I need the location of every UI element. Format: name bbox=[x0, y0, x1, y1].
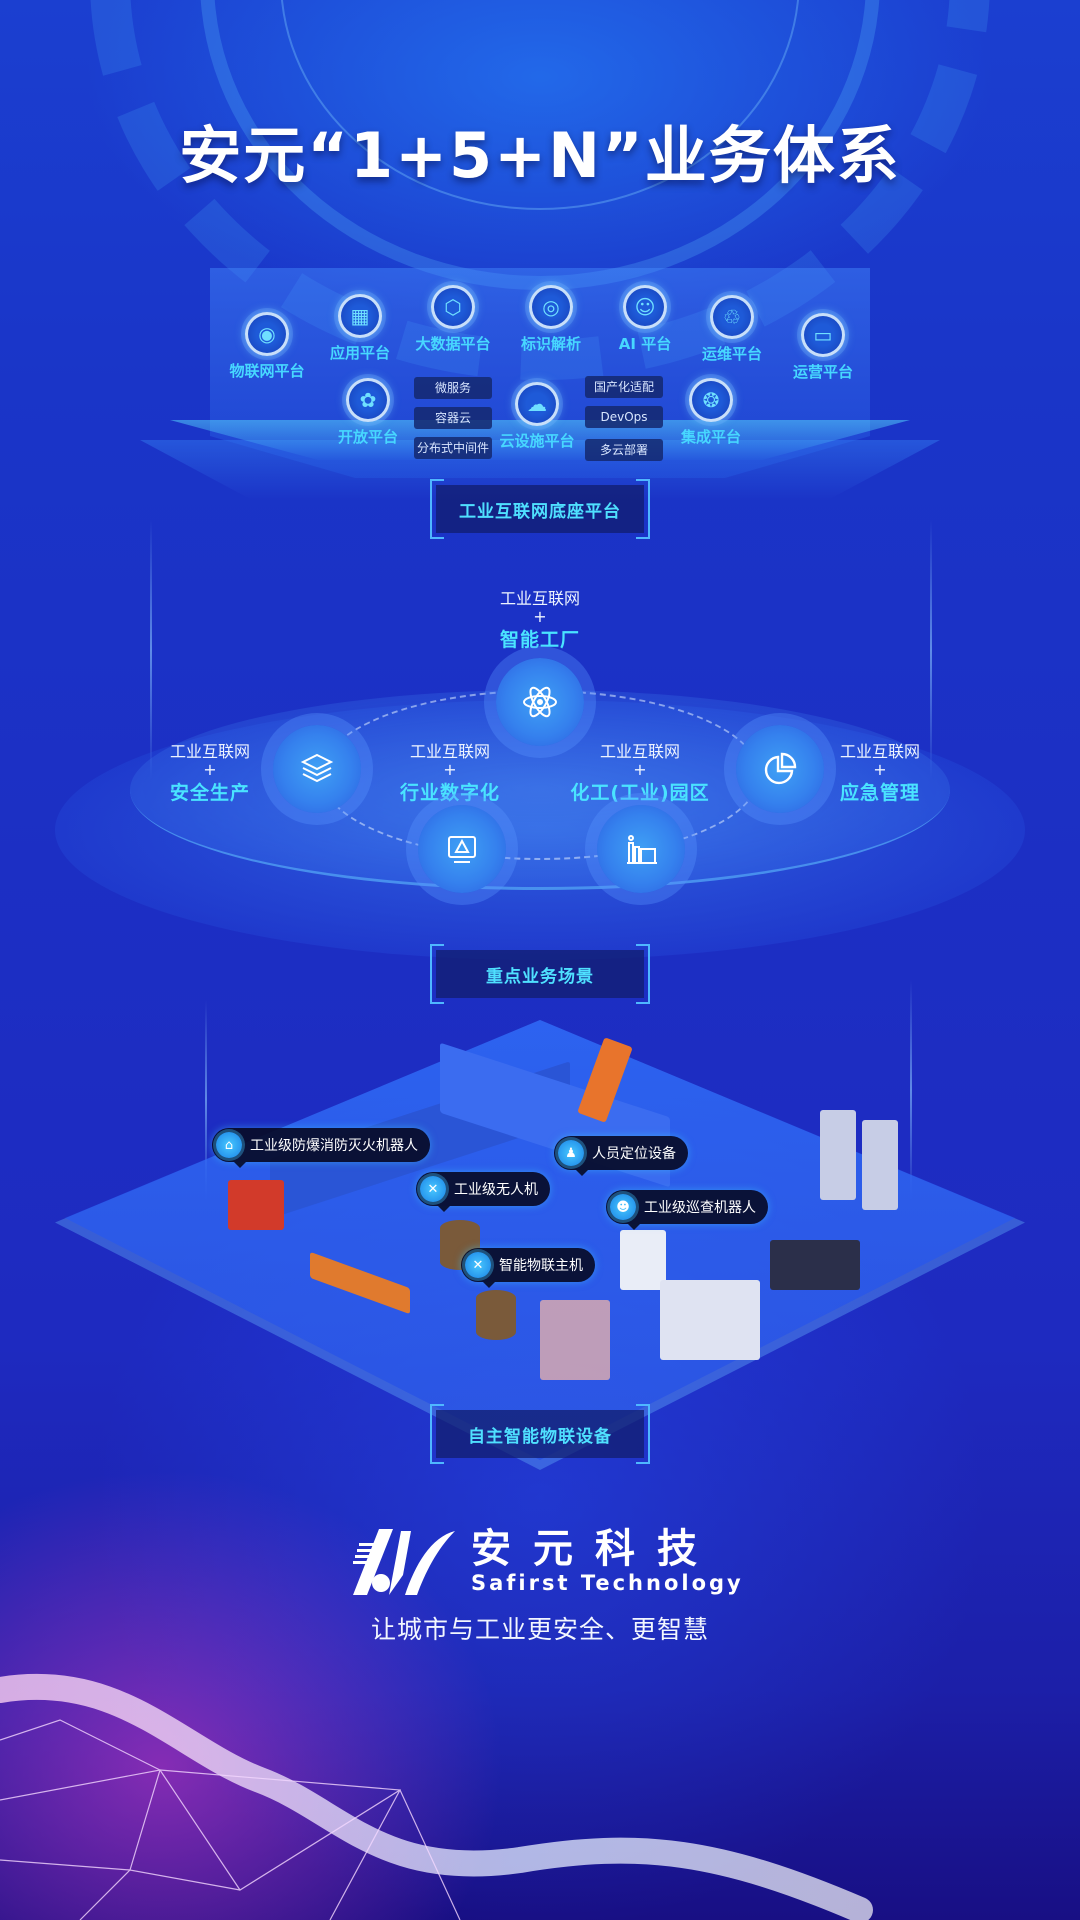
scenario-safety-text: 工业互联网 + 安全生产 bbox=[120, 738, 300, 805]
platform-node-bigdata: ⬡ 大数据平台 bbox=[398, 285, 508, 354]
platform-node-iot: ◉ 物联网平台 bbox=[212, 312, 322, 381]
tech-chip: 多云部署 bbox=[585, 439, 663, 461]
layers-icon bbox=[273, 725, 361, 813]
light-beam bbox=[910, 980, 912, 1200]
device-callout-fire-robot: ⌂ 工业级防爆消防灭火机器人 bbox=[212, 1128, 430, 1168]
ops-cycle-icon: ♲ bbox=[710, 295, 754, 339]
platform-node-apps: ▦ 应用平台 bbox=[305, 294, 415, 363]
integration-icon: ❂ bbox=[689, 378, 733, 422]
platform-label: 云设施平台 bbox=[499, 432, 575, 450]
tech-chip: 国产化适配 bbox=[585, 376, 663, 398]
page-title: 安元“1+5+N”业务体系 bbox=[179, 119, 901, 192]
platform-node-identity: ◎ 标识解析 bbox=[496, 285, 606, 354]
presentation-icon: ▭ bbox=[801, 313, 845, 357]
scenario-prefix: 工业互联网 bbox=[599, 742, 680, 761]
tech-chip: 分布式中间件 bbox=[414, 437, 492, 459]
scenario-name: 安全生产 bbox=[169, 782, 250, 804]
scenario-emergency-text: 工业互联网 + 应急管理 bbox=[790, 738, 970, 805]
slogan: 让城市与工业更安全、更智慧 bbox=[370, 1615, 709, 1644]
callout-label: 人员定位设备 bbox=[592, 1146, 676, 1162]
shelf-boxes bbox=[540, 1300, 610, 1380]
brand-name-cn: 安元科技 bbox=[471, 1526, 719, 1572]
ai-head-icon: ☺ bbox=[623, 285, 667, 329]
scenario-plus: + bbox=[873, 760, 887, 779]
bot-face-icon: ☻ bbox=[610, 1194, 636, 1220]
brand-block: 安元科技 Safirst Technology bbox=[345, 1525, 744, 1597]
light-beam bbox=[205, 1000, 207, 1200]
platform-label: 物联网平台 bbox=[229, 362, 305, 380]
callout-label: 工业级无人机 bbox=[454, 1182, 538, 1198]
drone-icon: ✕ bbox=[465, 1252, 491, 1278]
scenario-prefix: 工业互联网 bbox=[499, 589, 580, 608]
scenario-name: 化工(工业)园区 bbox=[570, 782, 710, 804]
location-person-icon: ♟ bbox=[558, 1140, 584, 1166]
callout-label: 工业级巡查机器人 bbox=[644, 1200, 756, 1216]
safirst-logo-icon bbox=[353, 1529, 455, 1595]
decorative-wave bbox=[0, 1673, 873, 1920]
machine bbox=[660, 1280, 760, 1360]
scenario-prefix: 工业互联网 bbox=[839, 742, 920, 761]
scenarios-label: 重点业务场景 bbox=[430, 944, 650, 1004]
patrol-robot bbox=[620, 1230, 666, 1290]
scenario-plus: + bbox=[203, 760, 217, 779]
scenario-prefix: 工业互联网 bbox=[169, 742, 250, 761]
scenario-digital-text: 工业互联网 + 行业数字化 bbox=[360, 738, 540, 805]
scenario-name: 智能工厂 bbox=[499, 629, 580, 651]
drone-icon: ✕ bbox=[420, 1176, 446, 1202]
platform-label: 开放平台 bbox=[337, 428, 398, 446]
devices-label: 自主智能物联设备 bbox=[430, 1404, 650, 1464]
pie-chart-icon bbox=[736, 725, 824, 813]
platform-node-cloud: ☁ 云设施平台 bbox=[482, 382, 592, 451]
tech-chip: DevOps bbox=[585, 406, 663, 428]
fire-robot bbox=[228, 1180, 284, 1230]
apps-grid-icon: ▦ bbox=[338, 294, 382, 338]
scenario-chemical-park-text: 工业互联网 + 化工(工业)园区 bbox=[550, 738, 730, 805]
device-callout-locator: ♟ 人员定位设备 bbox=[554, 1136, 688, 1176]
callout-label: 工业级防爆消防灭火机器人 bbox=[250, 1138, 418, 1154]
scenario-name: 应急管理 bbox=[839, 782, 920, 804]
hexagon-network-icon: ⬡ bbox=[431, 285, 475, 329]
scenario-name: 行业数字化 bbox=[399, 782, 500, 804]
atom-icon bbox=[496, 658, 584, 746]
platform-node-ops: ♲ 运维平台 bbox=[677, 295, 787, 364]
device-callout-patrol-robot: ☻ 工业级巡查机器人 bbox=[606, 1190, 768, 1230]
device-callout-iot-host: ✕ 智能物联主机 bbox=[461, 1248, 595, 1288]
iot-icon: ◉ bbox=[245, 312, 289, 356]
light-beam bbox=[930, 520, 932, 780]
platform-node-ai: ☺ AI 平台 bbox=[590, 285, 700, 354]
platform-label: 运维平台 bbox=[701, 345, 762, 363]
server-rack bbox=[820, 1110, 856, 1200]
open-share-icon: ✿ bbox=[346, 378, 390, 422]
cloud-server-icon: ☁ bbox=[515, 382, 559, 426]
foundation-label: 工业互联网底座平台 bbox=[430, 479, 650, 539]
server-rack bbox=[862, 1120, 898, 1210]
platform-node-operation: ▭ 运营平台 bbox=[768, 313, 878, 382]
robot-icon: ⌂ bbox=[216, 1132, 242, 1158]
scenario-prefix: 工业互联网 bbox=[409, 742, 490, 761]
tech-chip: 容器云 bbox=[414, 407, 492, 429]
target-icon: ◎ bbox=[529, 285, 573, 329]
platform-node-integration: ❂ 集成平台 bbox=[656, 378, 766, 447]
factory-icon bbox=[597, 805, 685, 893]
scenario-plus: + bbox=[533, 607, 547, 626]
platform-label: 标识解析 bbox=[520, 335, 581, 353]
platform-label: 应用平台 bbox=[329, 344, 390, 362]
operator-desk bbox=[770, 1240, 860, 1290]
brand-name-en: Safirst Technology bbox=[471, 1571, 744, 1595]
tech-chip: 微服务 bbox=[414, 377, 492, 399]
platform-label: AI 平台 bbox=[618, 335, 672, 353]
platform-label: 集成平台 bbox=[680, 428, 741, 446]
platform-label: 运营平台 bbox=[792, 363, 853, 381]
platform-label: 大数据平台 bbox=[415, 335, 491, 353]
scenario-smart-factory-text: 工业互联网 + 智能工厂 bbox=[450, 585, 630, 652]
device-callout-drone: ✕ 工业级无人机 bbox=[416, 1172, 550, 1212]
warning-monitor-icon bbox=[418, 805, 506, 893]
platform-node-open: ✿ 开放平台 bbox=[313, 378, 423, 447]
scenario-plus: + bbox=[443, 760, 457, 779]
iot-host bbox=[476, 1290, 516, 1340]
light-beam bbox=[150, 520, 152, 780]
callout-label: 智能物联主机 bbox=[499, 1258, 583, 1274]
scenario-plus: + bbox=[633, 760, 647, 779]
